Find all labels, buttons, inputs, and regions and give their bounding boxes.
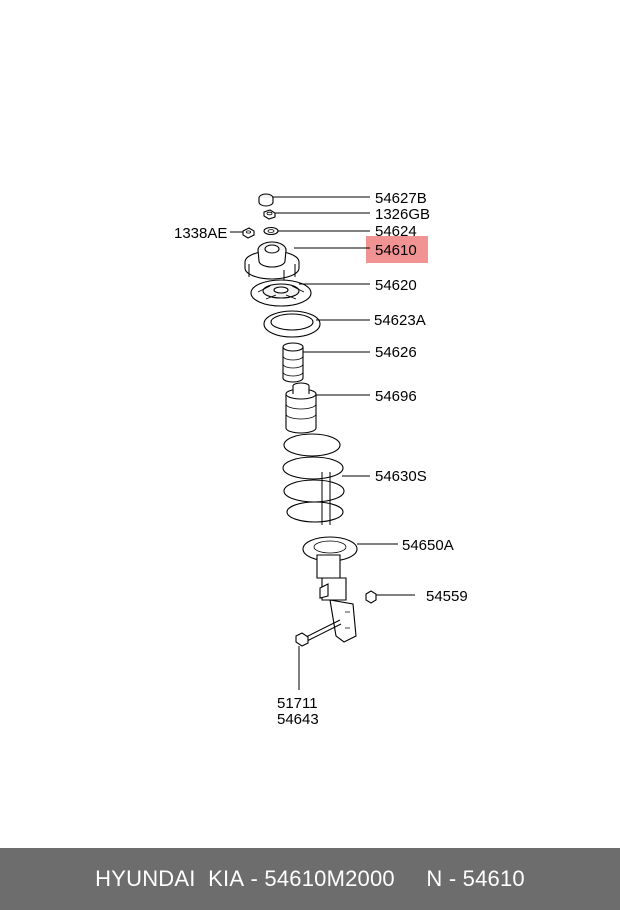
- spring-pad-part: [263, 310, 321, 338]
- leader-lines: [230, 196, 415, 690]
- label-54559: 54559: [426, 588, 468, 605]
- footer-separator-2: -: [442, 866, 463, 891]
- footer-part-number: 54610M2000: [264, 866, 395, 891]
- label-54650A: 54650A: [402, 537, 454, 554]
- footer-bar: HYUNDAI KIA - 54610M2000 N - 54610: [0, 848, 620, 910]
- bolt-part: [295, 619, 342, 647]
- nut-part: [263, 209, 276, 220]
- strut-assembly-diagram: 54627B 1326GB 54624 1338AE 54610 54620 5…: [174, 190, 468, 728]
- shock-absorber-part: [302, 536, 377, 643]
- label-54696: 54696: [375, 388, 417, 405]
- strut-mount-part: [244, 241, 300, 282]
- footer-gap: [395, 866, 427, 892]
- footer-brand: HYUNDAI KIA: [95, 866, 245, 891]
- footer-n-label: N: [426, 866, 443, 891]
- flange-nut-part: [242, 227, 255, 239]
- bearing-part: [250, 279, 312, 307]
- label-54620: 54620: [375, 277, 417, 294]
- cap-nut-part: [258, 193, 274, 207]
- part-highlight-box: [366, 236, 428, 263]
- footer-n-value: 54610: [462, 866, 525, 891]
- label-54623A: 54623A: [374, 312, 426, 329]
- footer-separator: -: [244, 866, 265, 891]
- coil-spring-part: [282, 433, 345, 525]
- label-1326GB: 1326GB: [375, 206, 430, 223]
- label-51711: 51711: [277, 695, 318, 712]
- bump-stopper-part: [282, 342, 304, 383]
- label-54630S: 54630S: [375, 468, 427, 485]
- washer-part: [263, 226, 279, 236]
- label-54610: 54610: [375, 242, 417, 259]
- label-54624: 54624: [375, 223, 417, 240]
- label-1338AE: 1338AE: [174, 225, 227, 242]
- label-54626: 54626: [375, 344, 417, 361]
- label-54627B: 54627B: [375, 190, 427, 207]
- dust-cover-part: [285, 382, 317, 434]
- label-54643: 54643: [277, 711, 319, 728]
